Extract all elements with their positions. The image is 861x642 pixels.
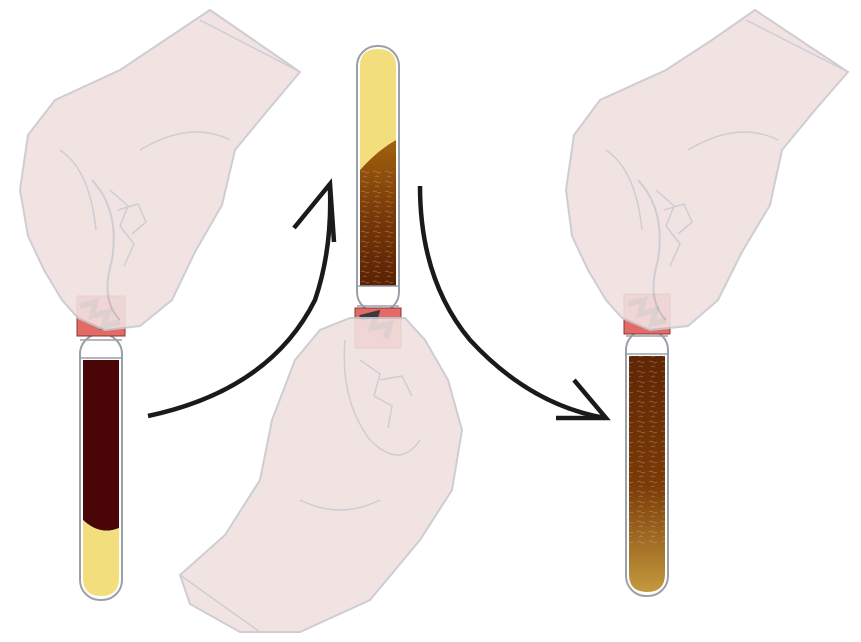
right-tube bbox=[624, 294, 670, 596]
left-tube bbox=[77, 296, 125, 600]
center-glove-hand bbox=[180, 318, 462, 632]
left-red-cells bbox=[83, 360, 119, 531]
right-glove-hand bbox=[566, 10, 848, 330]
step-3-mixed bbox=[566, 10, 848, 596]
center-tube bbox=[355, 46, 401, 348]
left-plasma bbox=[83, 520, 119, 596]
left-glove-hand bbox=[20, 10, 300, 330]
